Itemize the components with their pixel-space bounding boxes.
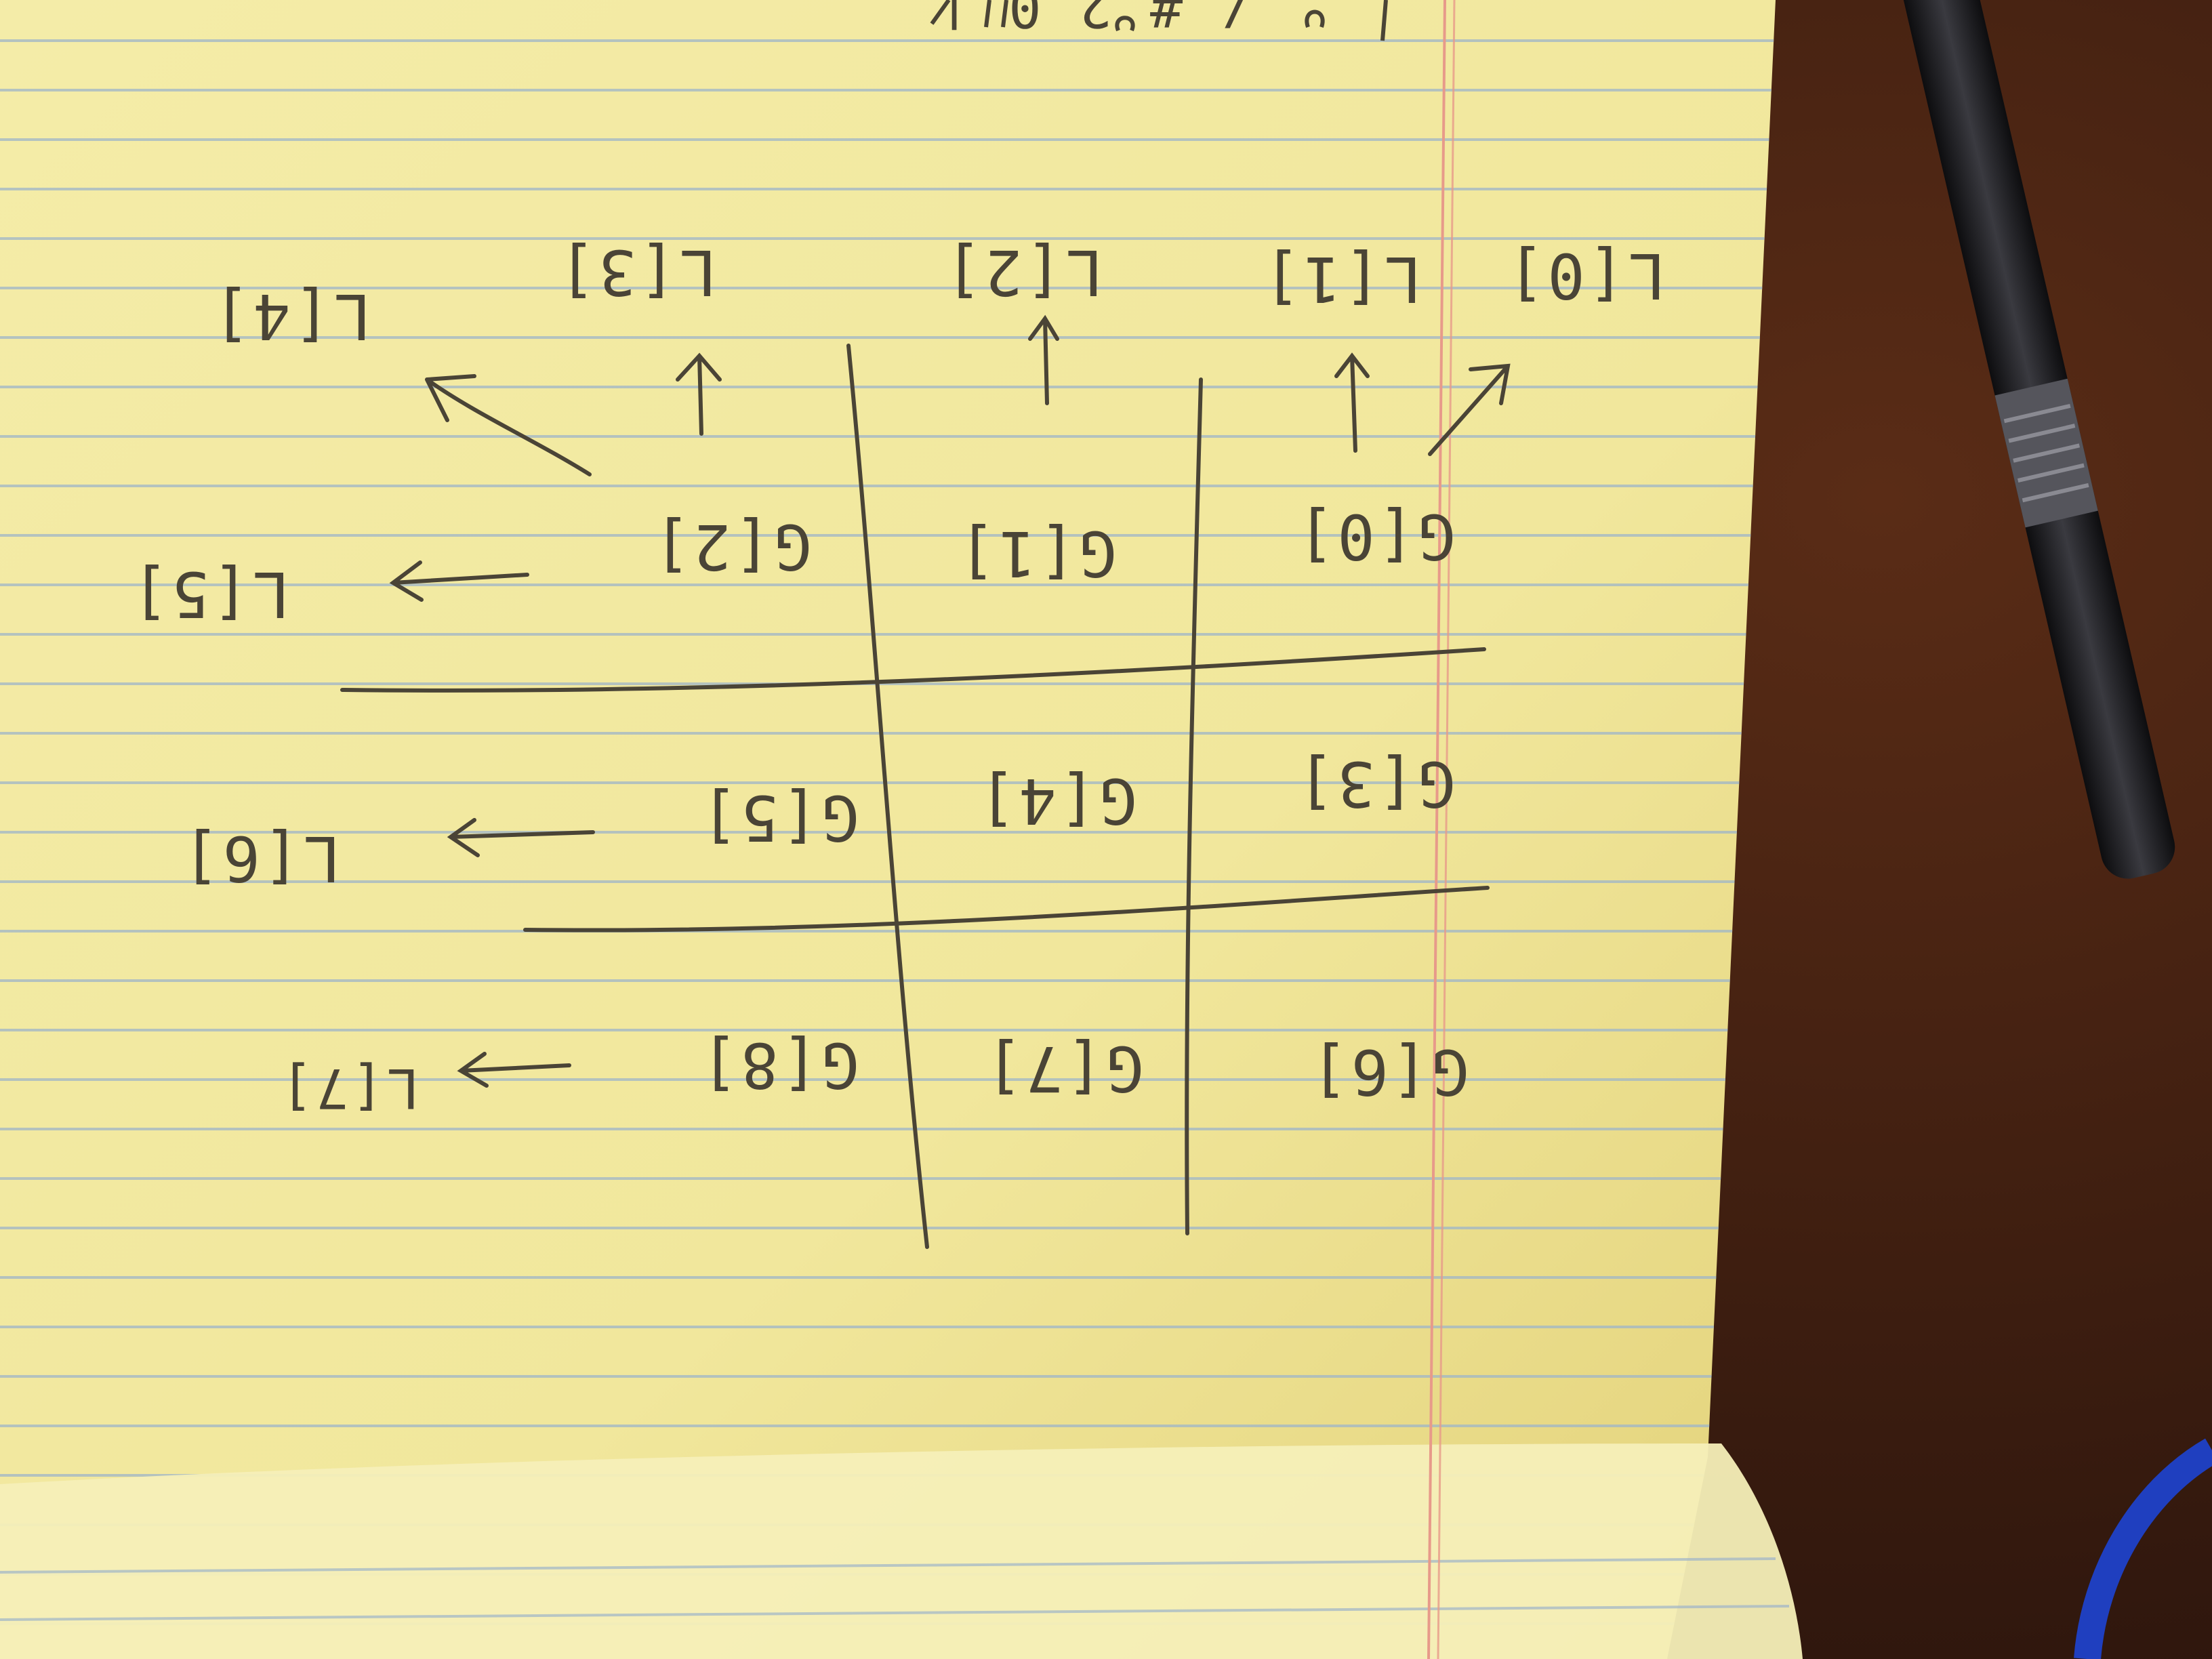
pen [1896,0,2175,879]
curled-page [0,1443,1803,1659]
header-scribble-marks [930,0,1388,41]
grid-cell-g5: G[5] [698,781,859,854]
ink-strokes [340,314,1511,1249]
grid-cell-g3: G[3] [1294,747,1456,820]
margin-line [1427,0,1446,1659]
top-label-1: L[1] [1261,243,1422,315]
top-label-2: L[2] [942,236,1103,308]
top-label-4: L[4] [210,280,371,352]
top-label-3: L[3] [556,236,717,308]
grid-cell-g2: G[8] [698,1029,859,1101]
side-label-6: L[6] [180,822,341,895]
grid-cell-g7: G[1] [956,517,1117,590]
header-scribble: / # 2 0 | [935,0,1254,39]
cable [2074,1438,2212,1659]
side-label-7: L[7] [278,1057,419,1120]
side-label-5: L[5] [129,558,290,630]
grid-cell-g1: G[7] [983,1032,1144,1105]
grid-cell-g0: G[6] [1308,1036,1469,1108]
grid-cell-g8: G[2] [651,510,812,583]
grid-cell-g4: G[4] [976,764,1137,837]
grid-cell-g6: G[0] [1294,500,1456,573]
top-label-0: L[0] [1504,239,1666,312]
